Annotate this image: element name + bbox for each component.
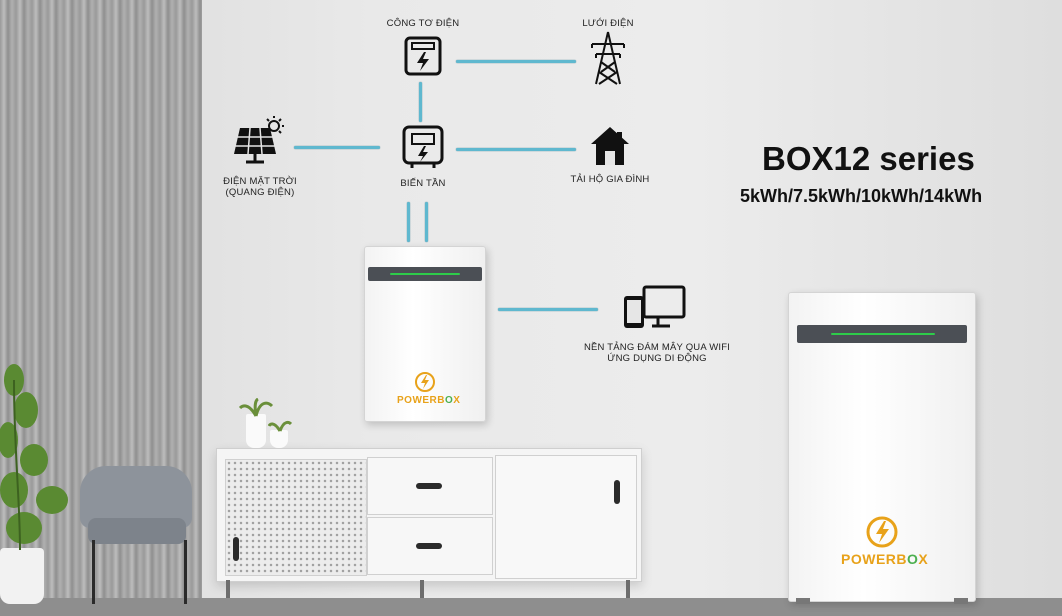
house-icon (591, 127, 629, 165)
battery-floor-status-strip (797, 325, 967, 343)
cloud-label-line1: NỀN TẢNG ĐÁM MÂY QUA WIFI (583, 342, 731, 353)
plant-leaves-right-icon (268, 420, 292, 432)
power-tower-icon (591, 31, 625, 85)
brand-large-o: O (907, 551, 919, 567)
brand-large-part2: X (918, 551, 929, 567)
cabinet-leg-2 (420, 580, 424, 598)
cabinet-drawer-bottom (367, 517, 493, 575)
brand-part1: POWERB (397, 395, 445, 406)
cabinet-door (495, 455, 637, 579)
plant-leaves-left-icon (238, 398, 274, 417)
battery-status-strip (368, 267, 482, 281)
connector-home-inverter (456, 148, 576, 151)
armchair-leg-2 (184, 540, 187, 604)
floor-plant-pot (0, 548, 44, 604)
solar-label: ĐIỆN MẶT TRỜI (QUANG ĐIỆN) (214, 176, 306, 198)
brand-large-part1: POWERB (841, 551, 907, 567)
inverter-icon (402, 125, 444, 168)
battery-floor-led-bar (831, 333, 935, 335)
cloud-label-line2: ỨNG DỤNG DI ĐỘNG (607, 353, 707, 364)
home-label: TẢI HỘ GIA ĐÌNH (570, 174, 650, 185)
cabinet-grille (225, 459, 367, 576)
armchair-leg-1 (92, 540, 95, 604)
solar-label-line2: (QUANG ĐIỆN) (225, 187, 295, 198)
solar-label-line1: ĐIỆN MẶT TRỜI (223, 176, 297, 187)
cloud-label: NỀN TẢNG ĐÁM MÂY QUA WIFI ỨNG DỤNG DI ĐỘ… (580, 342, 734, 364)
drawer-handle-top (416, 483, 442, 489)
connector-meter-inverter (419, 82, 422, 122)
connector-grid-meter (456, 60, 576, 63)
solar-panel-icon (234, 116, 284, 164)
inverter-label: BIẾN TẦN (400, 178, 446, 189)
tv-cabinet (216, 448, 642, 582)
connector-cloud-battery (498, 308, 598, 311)
connector-inverter-battery-a (407, 202, 410, 242)
battery-stand-right (954, 598, 968, 604)
cabinet-drawer-top (367, 457, 493, 515)
grid-label: LƯỚI ĐIỆN (582, 18, 634, 29)
brand-wordmark-large: POWERBOX (841, 551, 928, 567)
armchair-back (80, 466, 192, 528)
meter-label: CÔNG TƠ ĐIỆN (386, 18, 460, 29)
product-title: BOX12 series (762, 140, 975, 177)
brand-part2: X (453, 395, 461, 406)
battery-wall-unit: POWERBOX (364, 246, 486, 422)
floor-plant-leaves-icon (0, 364, 68, 551)
brand-logo-large-icon (866, 516, 898, 548)
product-capacities: 5kWh/7.5kWh/10kWh/14kWh (740, 186, 983, 206)
plant-pot-right (270, 430, 288, 448)
connector-inverter-battery-b (425, 202, 428, 242)
cabinet-leg-1 (226, 580, 230, 598)
grille-handle (233, 537, 239, 561)
devices-icon (624, 285, 686, 328)
armchair-seat (88, 518, 186, 544)
battery-floor-unit: POWERBOX (788, 292, 976, 602)
brand-wordmark: POWERBOX (397, 395, 460, 406)
door-handle (614, 480, 620, 504)
drawer-handle-bottom (416, 543, 442, 549)
plant-pot-left (246, 414, 266, 448)
battery-stand-left (796, 598, 810, 604)
cabinet-leg-3 (626, 580, 630, 598)
battery-led-bar (390, 273, 460, 275)
electric-meter-icon (404, 36, 442, 76)
brand-o: O (445, 395, 454, 406)
brand-logo-icon (415, 372, 435, 392)
connector-solar-inverter (294, 146, 380, 149)
